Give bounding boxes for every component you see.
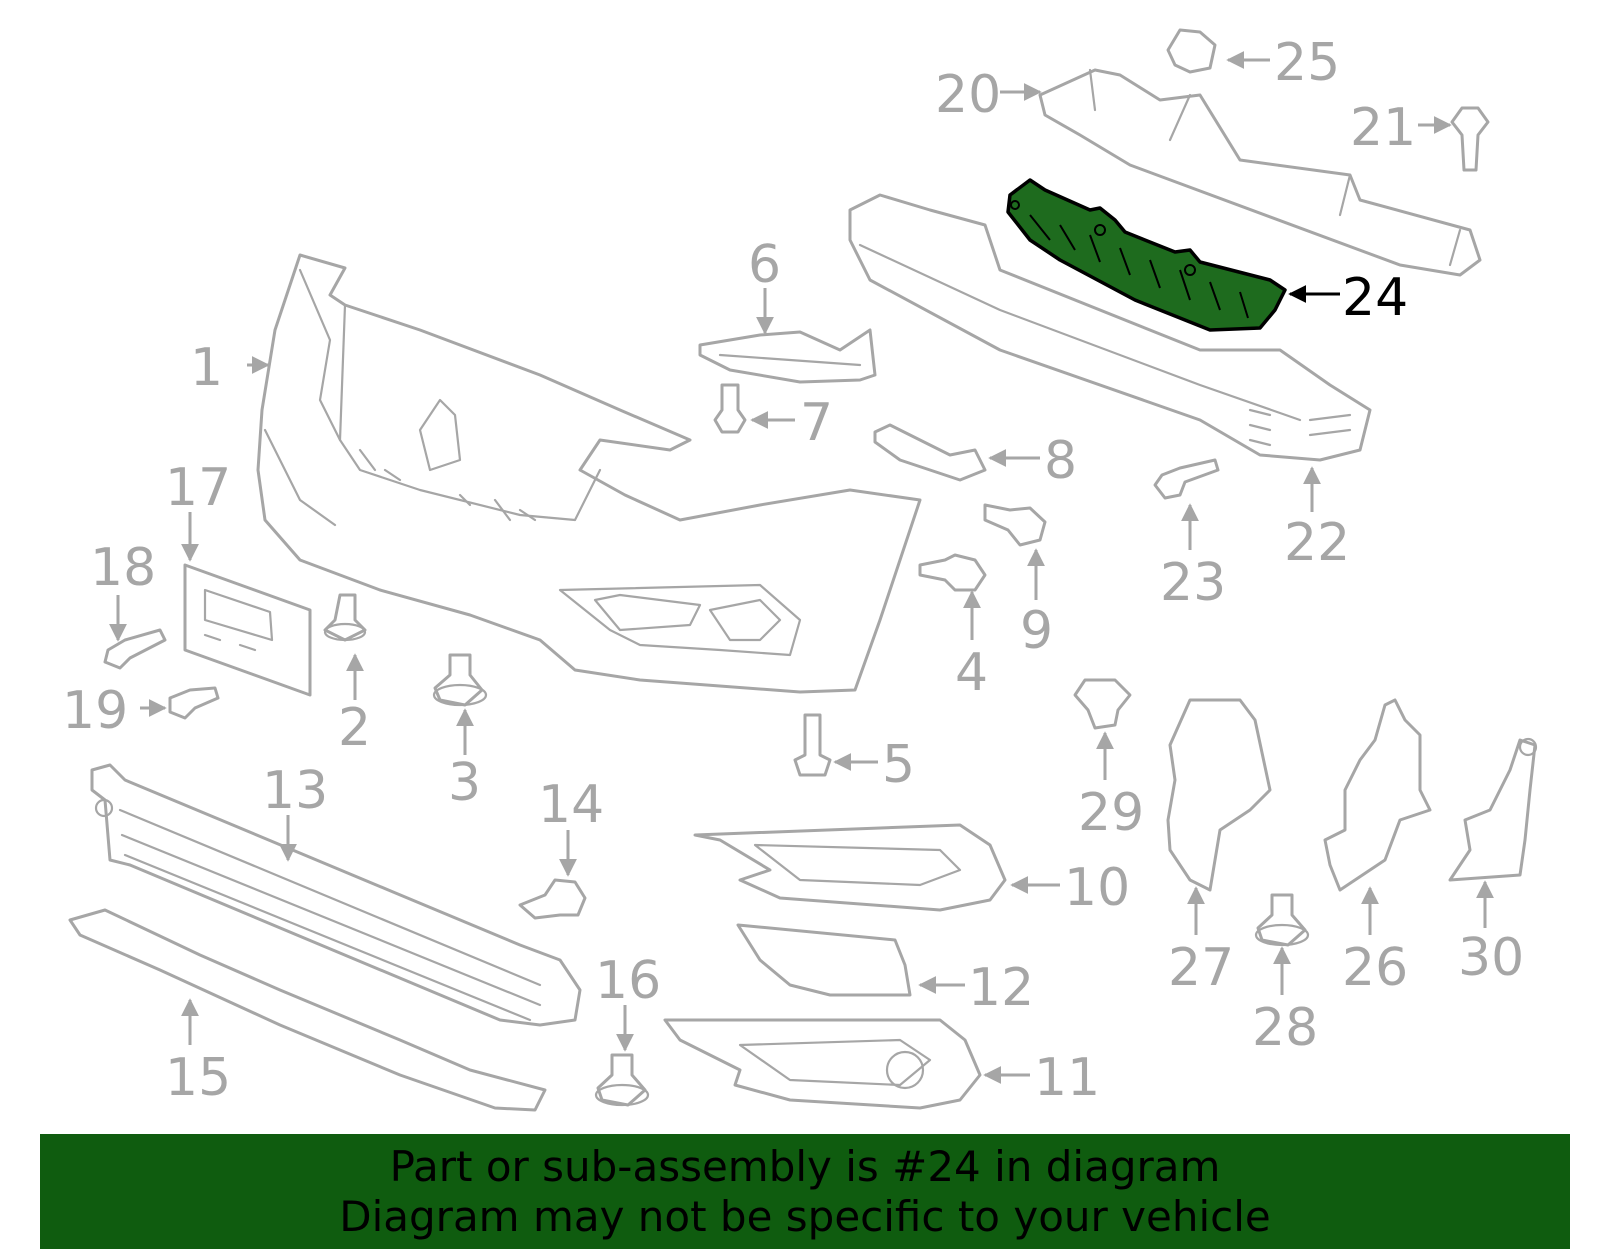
callout-3: 3 [448,753,481,813]
part-27-side-bracket [1166,698,1272,892]
callout-15: 15 [165,1048,231,1108]
callout-26: 26 [1342,938,1408,998]
part-2-clip [323,593,367,642]
callout-22: 22 [1284,513,1350,573]
callout-2: 2 [338,698,371,758]
callout-8: 8 [1044,431,1077,491]
part-25-clip [1166,28,1217,74]
part-16-clip [594,1053,650,1107]
part-3-clip [432,653,488,707]
part-22-absorber-beam [848,193,1372,462]
callout-12: 12 [968,958,1034,1018]
callout-9: 9 [1020,601,1053,661]
callout-labels: 1 2 3 4 5 6 7 8 9 10 11 12 13 14 15 16 1… [62,33,1524,1108]
callout-14: 14 [538,775,604,835]
part-9-screw [983,503,1047,547]
callout-5: 5 [882,735,915,795]
callout-7: 7 [800,393,833,453]
callout-28: 28 [1252,998,1318,1058]
callout-13: 13 [262,761,328,821]
part-11-fog-cover [663,1018,982,1110]
callout-17: 17 [165,458,231,518]
part-29-clip [1073,678,1132,730]
part-20-upper-beam [1038,68,1482,277]
callout-24: 24 [1342,268,1408,328]
part-26-side-bracket [1323,698,1432,892]
leader-lines [109,51,1494,1084]
part-30-bracket [1448,737,1538,882]
part-13-grille [90,763,582,1027]
part-10-fog-cover [693,823,1007,912]
callout-20: 20 [935,65,1001,125]
part-14-screw [518,878,587,920]
part-12-garnish [736,923,912,997]
part-6-bracket [698,328,877,384]
part-18-bolt [103,628,167,670]
part-17-license-bracket [183,563,312,697]
part-23-bolt [1153,458,1220,500]
part-1-bumper-cover [256,253,922,694]
part-19-screw [168,686,220,720]
callout-25: 25 [1274,33,1340,93]
part-7-bolt [713,383,747,434]
info-banner: Part or sub-assembly is #24 in diagram D… [40,1134,1570,1249]
callout-6: 6 [748,235,781,295]
callout-18: 18 [90,538,156,598]
callout-16: 16 [595,951,661,1011]
part-4-screw [918,553,987,592]
callout-21: 21 [1350,98,1416,158]
callout-11: 11 [1034,1048,1100,1108]
banner-line-part: Part or sub-assembly is #24 in diagram [389,1141,1221,1191]
banner-line-disclaimer: Diagram may not be specific to your vehi… [339,1191,1271,1241]
part-5-bolt [793,713,832,777]
part-15-lower-strip [68,908,547,1112]
callout-10: 10 [1064,858,1130,918]
callout-29: 29 [1078,783,1144,843]
callout-1: 1 [190,338,223,398]
callout-19: 19 [62,681,128,741]
callout-23: 23 [1160,553,1226,613]
part-8-bracket [873,423,987,482]
part-21-bolt [1450,106,1490,172]
callout-30: 30 [1458,928,1524,988]
part-24-highlighted-reinforcement [1006,178,1287,332]
callout-27: 27 [1168,938,1234,998]
part-28-clip [1254,893,1310,947]
callout-4: 4 [955,643,988,703]
